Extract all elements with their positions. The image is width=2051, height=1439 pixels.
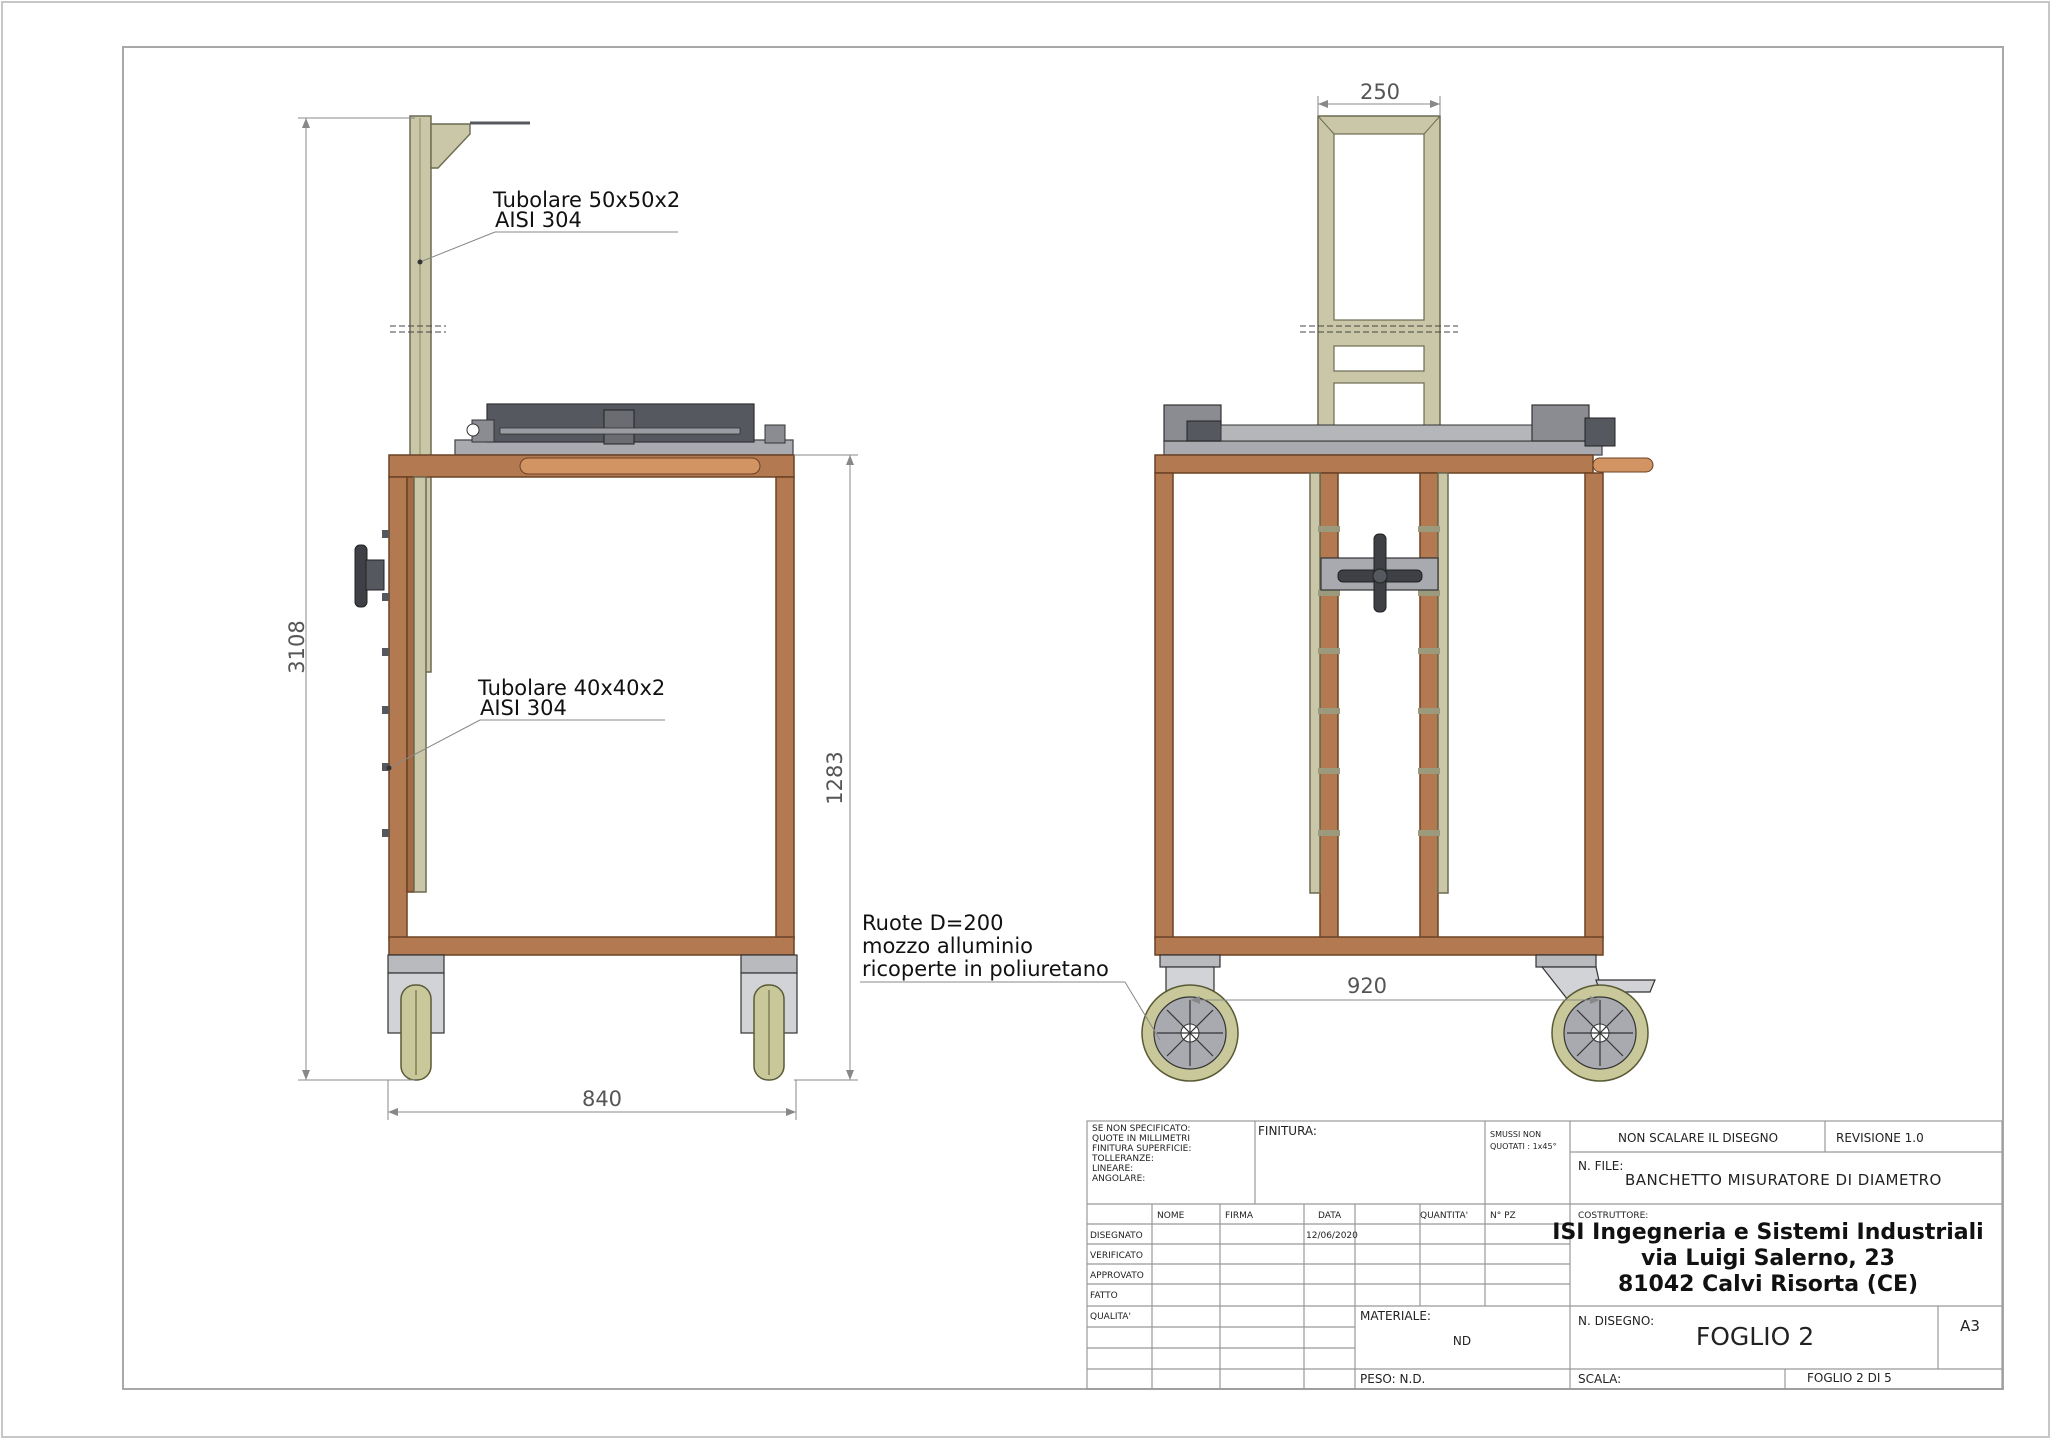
side-view: 3108 1283 840 Tubolare 50x50x2 AISI 304 … — [285, 115, 858, 1120]
side-bottom-rail — [388, 936, 795, 956]
finitura-label: FINITURA: — [1258, 1124, 1317, 1138]
row-disegnato: DISEGNATO — [1090, 1231, 1143, 1241]
row-qualita: QUALITA' — [1090, 1312, 1131, 1322]
dim-1283 — [794, 454, 858, 1081]
hdr-data: DATA — [1318, 1211, 1342, 1221]
side-top-bracket — [430, 123, 471, 169]
wheel-note-line2: mozzo alluminio — [862, 934, 1033, 958]
peso: PESO: N.D. — [1360, 1372, 1425, 1386]
dim-840-label: 840 — [582, 1087, 622, 1111]
side-leg-right — [775, 476, 795, 940]
side-knob — [354, 544, 385, 608]
front-device-base — [1163, 440, 1603, 456]
materiale-label: MATERIALE: — [1360, 1309, 1431, 1323]
company-line3: 81042 Calvi Risorta (CE) — [1618, 1272, 1918, 1297]
smussi-line2: QUOTATI : 1x45° — [1490, 1142, 1557, 1151]
front-knob — [1337, 533, 1423, 613]
front-post-left — [1319, 472, 1339, 939]
revisione: REVISIONE 1.0 — [1836, 1131, 1924, 1145]
front-view: 250 920 Ruote D=200 mozzo alluminio rico… — [860, 80, 1656, 1082]
dim-250 — [1317, 96, 1441, 116]
disegnato-date: 12/06/2020 — [1306, 1231, 1358, 1241]
upper-tube-line2: AISI 304 — [495, 208, 582, 232]
dim-3108 — [298, 117, 415, 1081]
row-verificato: VERIFICATO — [1090, 1251, 1143, 1261]
lower-tube-line1: Tubolare 40x40x2 — [477, 676, 665, 700]
dim-840 — [387, 1080, 797, 1120]
dim-1283-label: 1283 — [823, 751, 847, 804]
hdr-nome: NOME — [1157, 1211, 1185, 1221]
side-wheel-right — [740, 954, 798, 1081]
non-scalare: NON SCALARE IL DISEGNO — [1618, 1131, 1778, 1145]
dim-3108-label: 3108 — [285, 620, 309, 673]
tol-line2: QUOTE IN MILLIMETRI — [1092, 1134, 1190, 1144]
tol-line1: SE NON SPECIFICATO: — [1092, 1124, 1190, 1134]
hdr-npz: N° PZ — [1490, 1211, 1516, 1221]
tol-line3: FINITURA SUPERFICIE: — [1092, 1144, 1191, 1154]
hdr-quantita: QUANTITA' — [1420, 1211, 1468, 1221]
tol-line6: ANGOLARE: — [1092, 1174, 1145, 1184]
materiale-value: ND — [1453, 1334, 1471, 1348]
front-bottom-rail — [1154, 936, 1604, 956]
title-block: SE NON SPECIFICATO: QUOTE IN MILLIMETRI … — [1086, 1120, 2003, 1390]
nfile-value: BANCHETTO MISURATORE DI DIAMETRO — [1625, 1171, 1942, 1189]
front-table-top — [1154, 454, 1594, 474]
front-wheel-right — [1535, 954, 1656, 1082]
side-leg-left — [388, 476, 408, 940]
drawing-frame — [122, 46, 2004, 1390]
company-line2: via Luigi Salerno, 23 — [1641, 1246, 1895, 1271]
wheel-note-line1: Ruote D=200 — [862, 911, 1003, 935]
tol-line5: LINEARE: — [1092, 1164, 1133, 1174]
dim-250-label: 250 — [1360, 80, 1400, 104]
row-fatto: FATTO — [1090, 1291, 1118, 1301]
row-approvato: APPROVATO — [1090, 1271, 1144, 1281]
dim-920-label: 920 — [1347, 974, 1387, 998]
smussi-line1: SMUSSI NON — [1490, 1130, 1541, 1139]
company-line1: ISI Ingegneria e Sistemi Industriali — [1552, 1220, 1983, 1245]
front-post-right — [1419, 472, 1439, 939]
nfile-label: N. FILE: — [1578, 1159, 1623, 1173]
lower-tube-line2: AISI 304 — [480, 696, 567, 720]
front-leg-left — [1154, 472, 1174, 939]
costruttore-label: COSTRUTTORE: — [1578, 1211, 1648, 1221]
tol-line4: TOLLERANZE: — [1091, 1154, 1154, 1164]
front-leg-right — [1584, 472, 1604, 939]
scala-label: SCALA: — [1578, 1372, 1621, 1386]
formato: A3 — [1960, 1317, 1980, 1335]
ndisegno-label: N. DISEGNO: — [1578, 1314, 1654, 1328]
foglio: FOGLIO 2 DI 5 — [1807, 1371, 1892, 1385]
wheel-note-line3: ricoperte in poliuretano — [862, 957, 1109, 981]
upper-tube-line1: Tubolare 50x50x2 — [492, 188, 680, 212]
front-wheel-left — [1141, 954, 1239, 1082]
side-wheel-left — [387, 954, 445, 1081]
hdr-firma: FIRMA — [1225, 1211, 1254, 1221]
ndisegno-value: FOGLIO 2 — [1696, 1322, 1814, 1351]
dim-920 — [1190, 996, 1600, 1004]
